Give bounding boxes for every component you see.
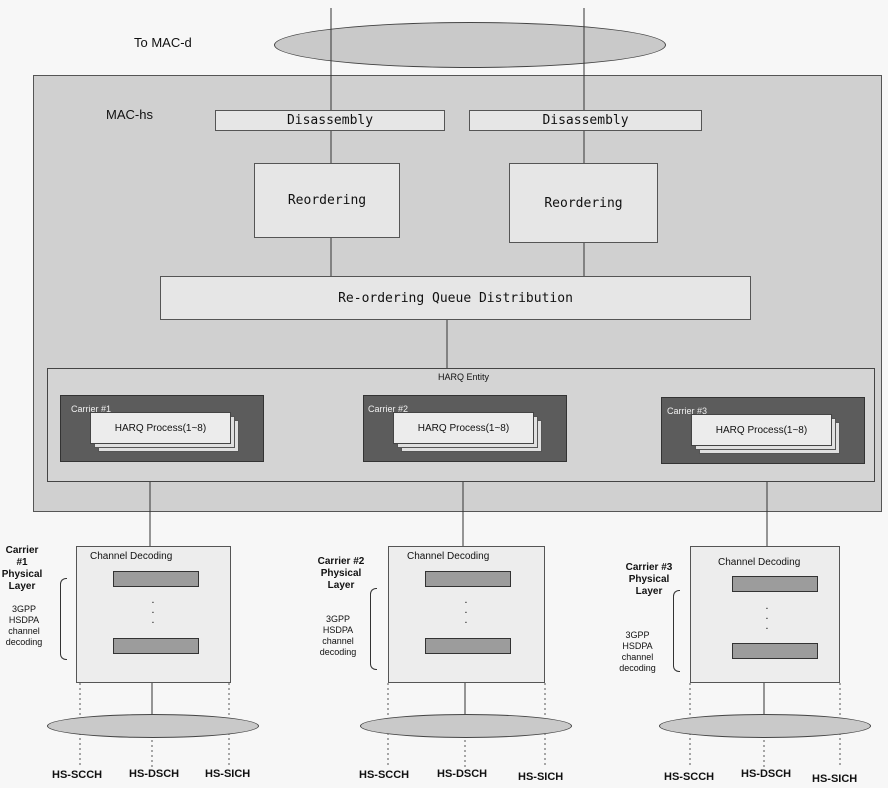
decoding-side-text-3: 3GPP HSDPA channel decoding [610, 630, 665, 674]
carrier-name: Carrier #1 [5, 545, 39, 568]
physical-word: Physical [628, 574, 670, 585]
physical-layer-box-1: Channel Decoding · · · [76, 546, 231, 683]
physical-layer-label-2: Carrier #2 Physical Layer [316, 556, 366, 592]
channel-decoding-title: Channel Decoding [718, 557, 801, 568]
reordering-box-right: Reordering [509, 163, 658, 243]
layer-word: Layer [635, 586, 663, 597]
channel-label-hs-scch: HS-SCCH [52, 769, 103, 781]
layer-word: Layer [8, 581, 36, 592]
side-text-line: channel [8, 626, 40, 636]
physical-layer-box-3: Channel Decoding · · · [690, 546, 840, 683]
mac-d-ellipse [274, 22, 666, 68]
side-text-line: channel [322, 636, 354, 646]
ellipsis-dots: · · · [464, 598, 468, 629]
brace-left [370, 588, 377, 670]
decoder-bar-top [425, 571, 511, 587]
channel-label-hs-scch: HS-SCCH [359, 769, 410, 781]
harq-process-label: HARQ Process(1~8) [114, 422, 207, 434]
disassembly-box-right: Disassembly [469, 110, 702, 131]
physical-layer-box-2: Channel Decoding · · · [388, 546, 545, 683]
channel-ellipse-2 [360, 714, 572, 738]
brace-left [60, 578, 67, 660]
side-text-line: 3GPP [625, 630, 650, 640]
carrier-name: Carrier #2 [317, 556, 365, 567]
disassembly-label: Disassembly [286, 113, 374, 128]
decoder-bar-top [732, 576, 818, 592]
side-text-line: decoding [619, 663, 656, 673]
channel-label-hs-dsch: HS-DSCH [741, 768, 792, 780]
carrier-label: Carrier #1 [71, 404, 112, 414]
decoder-bar-top [113, 571, 199, 587]
channel-label-hs-sich: HS-SICH [518, 771, 564, 783]
side-text-line: decoding [5, 637, 43, 647]
harq-process-card: HARQ Process(1~8) [393, 412, 534, 444]
mac-hs-label: MAC-hs [106, 107, 153, 122]
disassembly-box-left: Disassembly [215, 110, 445, 131]
queue-distribution-label: Re-ordering Queue Distribution [338, 290, 573, 306]
decoder-bar-bottom [113, 638, 199, 654]
harq-process-card: HARQ Process(1~8) [90, 412, 231, 444]
channel-label-hs-sich: HS-SICH [812, 773, 858, 785]
decoding-side-text-2: 3GPP HSDPA channel decoding [313, 614, 363, 658]
reordering-label: Reordering [544, 195, 623, 211]
channel-ellipse-1 [47, 714, 259, 738]
physical-layer-label-1: Carrier #1 Physical Layer [0, 545, 44, 593]
layer-word: Layer [327, 580, 355, 591]
decoder-bar-bottom [425, 638, 511, 654]
channel-label-hs-dsch: HS-DSCH [437, 768, 488, 780]
side-text-line: HSDPA [8, 615, 40, 625]
queue-distribution-box: Re-ordering Queue Distribution [160, 276, 751, 320]
reordering-box-left: Reordering [254, 163, 400, 238]
side-text-line: HSDPA [622, 641, 653, 651]
harq-process-label: HARQ Process(1~8) [715, 424, 808, 436]
ellipsis-dots: · · · [151, 598, 155, 629]
channel-decoding-title: Channel Decoding [407, 551, 490, 562]
channel-label-hs-scch: HS-SCCH [664, 771, 715, 783]
harq-entity-label: HARQ Entity [438, 372, 490, 382]
reordering-label: Reordering [287, 193, 367, 208]
side-text-line: 3GPP [11, 604, 36, 614]
decoding-side-text-1: 3GPP HSDPA channel decoding [0, 604, 48, 648]
carrier-label: Carrier #2 [368, 404, 409, 414]
harq-process-label: HARQ Process(1~8) [417, 422, 510, 434]
harq-process-card: HARQ Process(1~8) [691, 414, 832, 446]
channel-decoding-title: Channel Decoding [90, 551, 173, 562]
side-text-line: channel [621, 652, 654, 662]
ellipsis-dots: · · · [765, 604, 769, 635]
physical-layer-label-3: Carrier #3 Physical Layer [619, 562, 679, 598]
channel-ellipse-3 [659, 714, 871, 738]
physical-word: Physical [320, 568, 362, 579]
side-text-line: 3GPP [325, 614, 350, 624]
physical-word: Physical [1, 569, 43, 580]
carrier-label: Carrier #3 [667, 406, 708, 416]
channel-label-hs-sich: HS-SICH [205, 768, 251, 780]
decoder-bar-bottom [732, 643, 818, 659]
carrier-name: Carrier #3 [625, 562, 673, 573]
disassembly-label: Disassembly [542, 113, 629, 128]
side-text-line: HSDPA [322, 625, 354, 635]
side-text-line: decoding [319, 647, 357, 657]
to-mac-d-label: To MAC-d [134, 35, 192, 50]
channel-label-hs-dsch: HS-DSCH [129, 768, 180, 780]
brace-left [673, 590, 680, 672]
